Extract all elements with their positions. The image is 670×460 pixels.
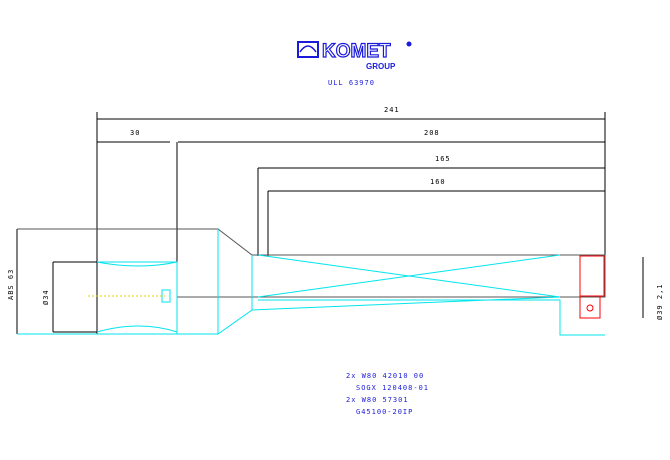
logo-brand: KOMET — [322, 41, 391, 62]
komet-logo: KOMET GROUP — [297, 40, 412, 71]
dim-shank-dia: Ø34 — [42, 289, 50, 305]
note-2: SOGX 120408-01 — [356, 384, 429, 392]
logo-sub: GROUP — [366, 62, 396, 71]
dim-160: 160 — [430, 178, 446, 186]
tool-body — [17, 228, 606, 336]
dim-overall: 241 — [384, 106, 400, 114]
note-1: 2x W80 42010 00 — [346, 372, 424, 380]
insert — [579, 255, 605, 319]
dim-body: 208 — [424, 129, 440, 137]
dimension-lines — [16, 112, 644, 334]
dim-165: 165 — [435, 155, 451, 163]
part-number: ULL 63970 — [328, 79, 375, 87]
note-4: G45100-20IP — [356, 408, 413, 416]
dim-cut-dia: Ø39 2,1 — [656, 283, 664, 320]
dim-shank: 30 — [130, 129, 140, 137]
note-3: 2x W80 57301 — [346, 396, 409, 404]
dim-abs: ABS 63 — [7, 269, 15, 300]
